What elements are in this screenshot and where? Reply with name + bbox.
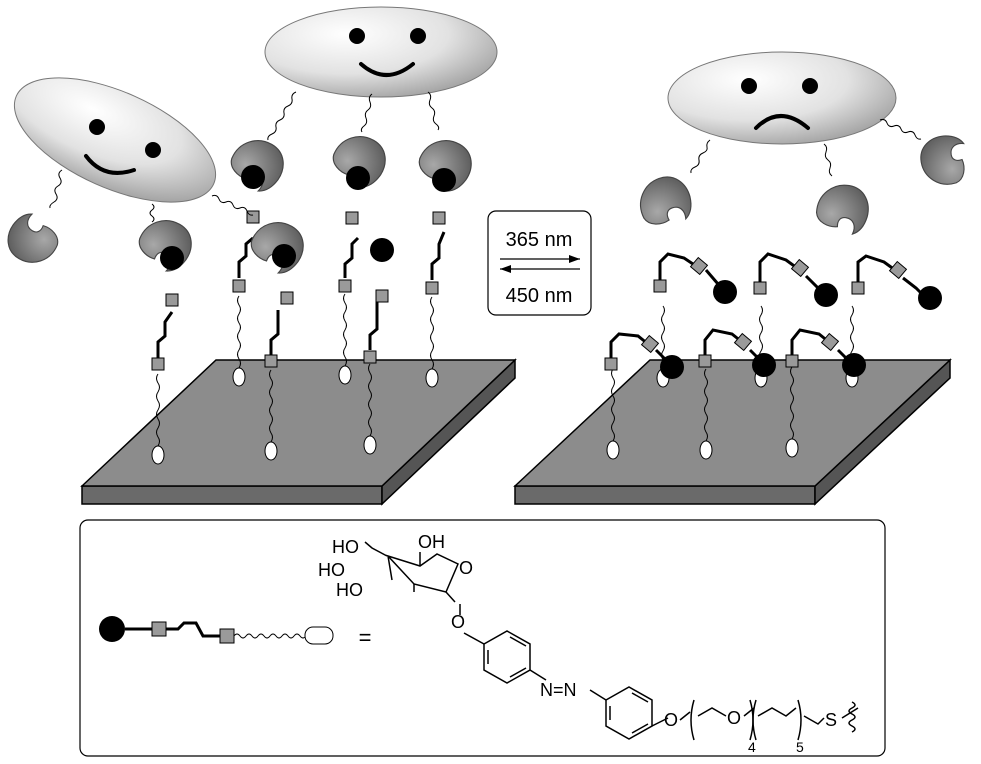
ether-oxygen-label-1: O — [664, 710, 678, 730]
structure-legend: = HO OH HO HO O O N=N — [79, 519, 886, 757]
linker-chain — [679, 699, 859, 741]
equals-sign: = — [359, 625, 372, 650]
happy-cell-left — [13, 77, 217, 203]
sugar-label-oh: OH — [418, 532, 445, 552]
wavelength-forward-label: 365 nm — [506, 229, 573, 251]
benzene-ring-1 — [463, 630, 547, 684]
ring-oxygen-label: O — [459, 558, 473, 578]
eye-icon — [349, 28, 365, 44]
eye-icon — [802, 78, 818, 94]
mannose-ligands-right — [660, 280, 942, 379]
linker-boxes-right — [604, 256, 908, 371]
linker-boxes-left — [151, 210, 446, 371]
legend-schematic — [99, 616, 334, 645]
mannose-ligands-left — [160, 165, 456, 270]
eye-icon — [89, 119, 105, 135]
thiol-sulfur-label: S — [825, 710, 837, 730]
wavelength-reverse-label: 450 nm — [506, 285, 573, 307]
glycosidic-oxygen-label: O — [451, 612, 465, 632]
sad-cell — [667, 51, 897, 145]
azo-label: N=N — [540, 680, 577, 700]
sugar-label-ho-3: HO — [336, 580, 363, 600]
wavelength-switch: 365 nm 450 nm — [487, 210, 592, 316]
eye-icon — [741, 78, 757, 94]
smile-icon — [359, 62, 415, 77]
sugar-label-ho-2: HO — [318, 560, 345, 580]
surface-right — [513, 358, 952, 506]
happy-cell-top — [264, 6, 498, 98]
benzene-ring-2 — [589, 686, 669, 740]
frown-icon — [754, 114, 810, 130]
anchor-points — [151, 365, 859, 465]
alkyl-repeat-count: 5 — [796, 739, 804, 755]
lectins-right — [632, 132, 971, 237]
linkers-left — [156, 231, 446, 447]
surface-left — [80, 358, 517, 506]
mannose-structure — [364, 541, 461, 615]
sugar-label-ho-1: HO — [332, 537, 359, 557]
lectin-tethers-right — [690, 118, 922, 177]
smile-icon — [84, 154, 136, 175]
lectin-tethers-left — [49, 91, 440, 223]
eye-icon — [145, 142, 161, 158]
ether-oxygen-label-2: O — [727, 708, 741, 728]
eye-icon — [410, 28, 426, 44]
peg-repeat-count: 4 — [748, 739, 756, 755]
